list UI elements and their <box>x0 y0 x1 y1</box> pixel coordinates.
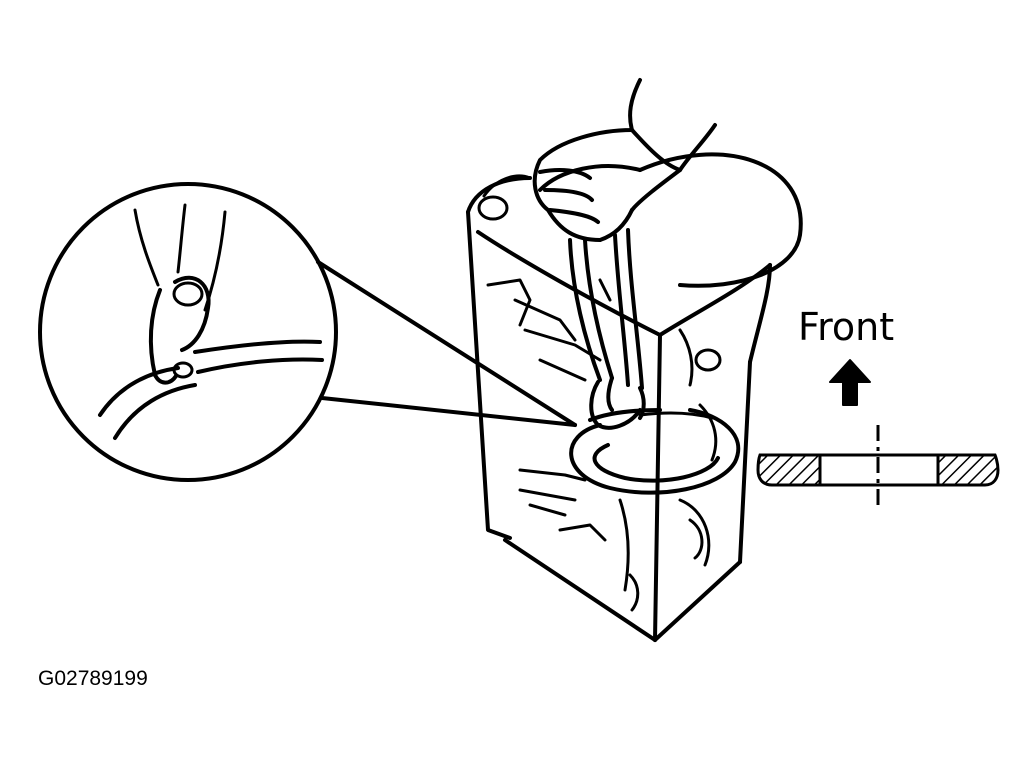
transmission-housing <box>466 152 803 642</box>
snap-ring <box>569 408 741 495</box>
front-label: Front <box>798 305 894 349</box>
arrow-up-icon <box>829 359 871 406</box>
ring-cross-section <box>756 425 1000 505</box>
hand-with-pliers <box>532 78 717 430</box>
detail-magnifier <box>38 182 577 482</box>
figure-code: G02789199 <box>38 667 148 690</box>
